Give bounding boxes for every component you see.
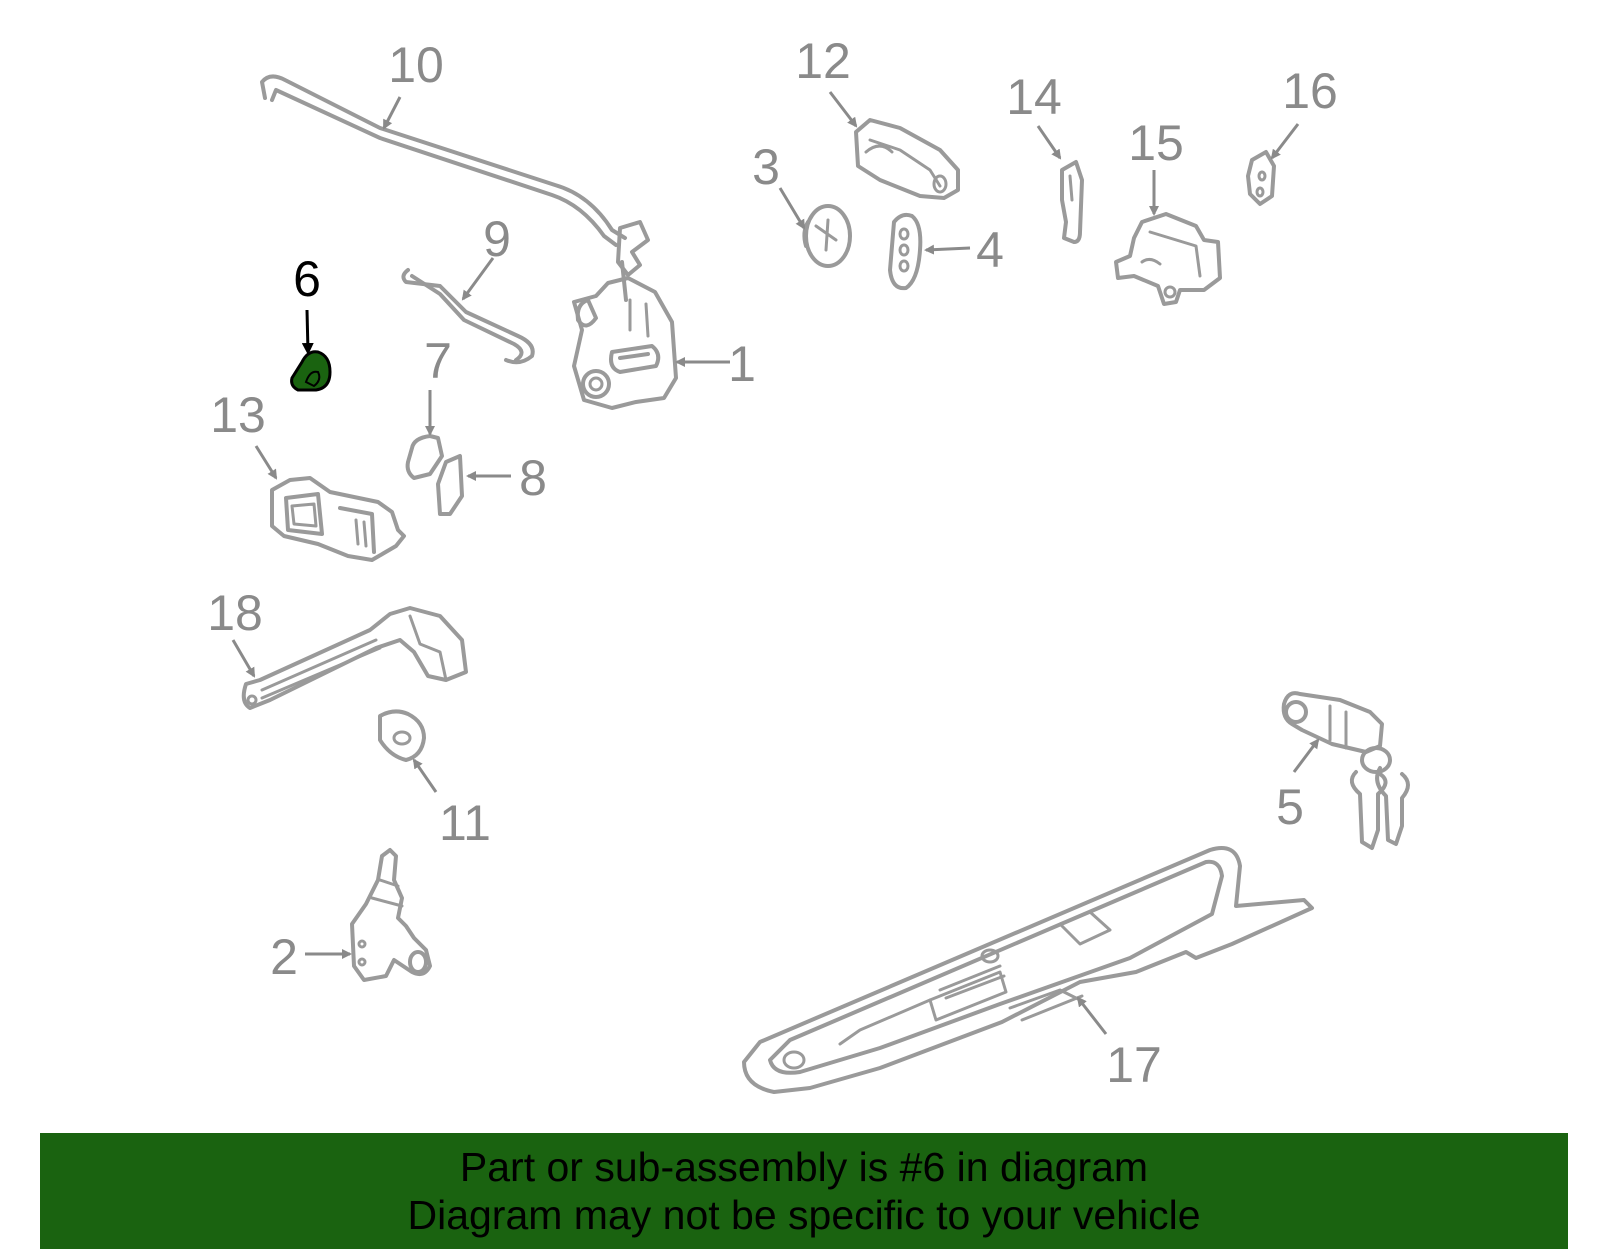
banner-line-disclaimer: Diagram may not be specific to your vehi…	[407, 1192, 1201, 1238]
part-15-mechanism	[1114, 212, 1222, 306]
part-6-grommet[interactable]	[290, 350, 332, 392]
part-10-rod	[260, 74, 650, 302]
callout-6[interactable]: 6	[293, 251, 321, 307]
part-1-latch	[572, 276, 678, 410]
part-12-handle	[854, 118, 960, 200]
part-3-cap	[802, 204, 852, 268]
callout-12: 12	[795, 33, 851, 89]
part-2-actuator	[350, 848, 432, 982]
leader-17	[1076, 996, 1108, 1035]
leader-5	[1292, 738, 1320, 773]
part-11-plate	[378, 709, 426, 762]
callout-18: 18	[207, 585, 263, 641]
part-18-bracket	[241, 606, 468, 710]
callout-7: 7	[424, 333, 452, 389]
callout-2: 2	[270, 929, 298, 985]
callout-16: 16	[1282, 63, 1338, 119]
callout-15: 15	[1128, 115, 1184, 171]
part-7-clip	[405, 434, 444, 480]
leader-6	[301, 309, 314, 355]
leader-11	[412, 758, 438, 793]
part-4-gasket	[888, 212, 923, 291]
callout-1: 1	[728, 336, 756, 392]
leader-14	[1036, 125, 1062, 160]
callout-14: 14	[1006, 69, 1062, 125]
leader-10	[382, 96, 402, 130]
info-banner: Part or sub-assembly is #6 in diagram Di…	[40, 1133, 1568, 1249]
leader-18	[231, 639, 256, 678]
part-17-tray	[742, 846, 1314, 1094]
leader-12	[828, 91, 858, 128]
part-8-clip	[436, 454, 464, 516]
part-14-lever	[1060, 160, 1084, 244]
leader-9	[461, 257, 495, 301]
callout-8: 8	[519, 450, 547, 506]
callout-11: 11	[439, 795, 491, 851]
callout-9: 9	[483, 211, 511, 267]
leader-13	[254, 445, 278, 480]
part-13-handle	[270, 476, 406, 562]
leader-4	[924, 244, 971, 255]
leader-16	[1270, 123, 1300, 160]
part-9-rod	[401, 268, 535, 365]
callout-10: 10	[388, 37, 444, 93]
callout-4: 4	[976, 222, 1004, 278]
part-5-lock-keys	[1281, 691, 1410, 850]
callout-17: 17	[1106, 1037, 1162, 1093]
callout-3: 3	[752, 139, 780, 195]
callout-5: 5	[1276, 779, 1304, 835]
banner-line-part: Part or sub-assembly is #6 in diagram	[459, 1144, 1149, 1190]
callout-13: 13	[210, 387, 266, 443]
part-16-clip	[1246, 150, 1276, 206]
leader-3	[778, 187, 806, 230]
